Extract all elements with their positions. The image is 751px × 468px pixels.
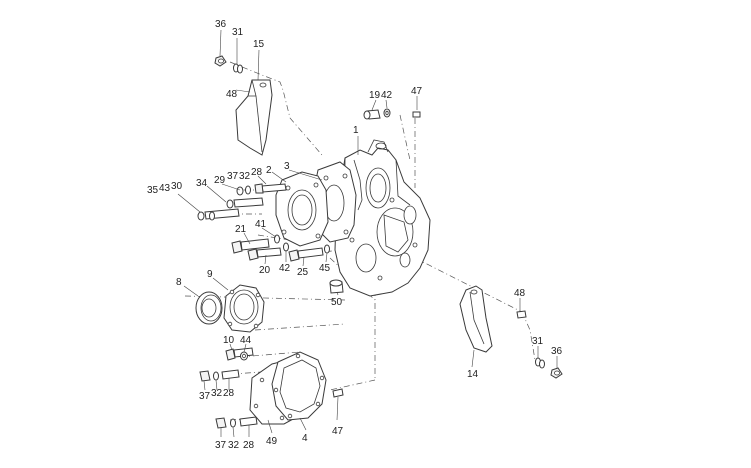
cover-plate-2 (275, 171, 329, 247)
leader-lines (177, 29, 558, 438)
callout-42: 42 (381, 90, 393, 101)
callout-35: 35 (147, 185, 159, 196)
callout-48: 48 (226, 89, 238, 100)
callout-9: 9 (207, 269, 213, 280)
callout-19: 19 (369, 90, 381, 101)
stud-30 (197, 208, 240, 221)
callout-21: 21 (235, 224, 247, 235)
callout-20: 20 (259, 265, 271, 276)
callout-47: 47 (411, 86, 423, 97)
callout-36: 36 (215, 19, 227, 30)
bolt-set-lower-2 (215, 416, 258, 429)
bolt-25 (288, 247, 324, 262)
washer-31-upper (233, 63, 243, 74)
bearing-cover-9 (223, 284, 265, 333)
bracket-14 (459, 285, 493, 353)
bolt-28-upper (254, 183, 287, 194)
washer-44 (240, 351, 248, 361)
callout-3: 3 (284, 161, 290, 172)
bolt-21 (231, 238, 270, 254)
gear-housing-1 (334, 139, 431, 297)
callout-labels: 36 31 15 48 19 42 47 1 3 2 28 29 37 32 3… (147, 19, 563, 451)
callout-37: 37 (227, 171, 239, 182)
callout-14: 14 (467, 369, 479, 380)
callout-49: 49 (266, 436, 278, 447)
callout-8: 8 (176, 277, 182, 288)
callout-45: 45 (319, 263, 331, 274)
oil-seal-8 (195, 291, 223, 325)
stud-34 (226, 197, 264, 209)
bracket-15 (235, 79, 273, 156)
callout-43: 43 (159, 183, 171, 194)
callout-32-lower: 32 (211, 388, 223, 399)
callout-48-right: 48 (514, 288, 526, 299)
callout-31: 31 (232, 27, 244, 38)
callout-25: 25 (297, 267, 309, 278)
bolt-20 (247, 247, 282, 261)
pin-47-lower (332, 388, 344, 398)
callout-32: 32 (239, 171, 251, 182)
plug-50 (329, 279, 344, 294)
callout-44: 44 (240, 335, 252, 346)
callout-47-lower: 47 (332, 426, 344, 437)
callout-29: 29 (214, 175, 226, 186)
callout-10: 10 (223, 335, 235, 346)
pin-47-top (412, 111, 421, 118)
nut-37-upper (236, 186, 244, 196)
washer-42-top (383, 108, 391, 118)
screw-36-upper (214, 55, 227, 67)
callout-28-lower: 28 (223, 388, 235, 399)
washer-32-upper (245, 185, 251, 195)
callout-31-right: 31 (532, 336, 544, 347)
callout-28-bottom: 28 (243, 440, 255, 451)
callout-28: 28 (251, 167, 263, 178)
callout-15: 15 (253, 39, 265, 50)
bolt-set-lower-1 (199, 369, 240, 382)
callout-2: 2 (266, 165, 272, 176)
callout-30: 30 (171, 181, 183, 192)
washer-31-right (535, 357, 545, 369)
bolt-10 (225, 347, 254, 361)
callout-1: 1 (353, 125, 359, 136)
screw-36-right (550, 367, 563, 379)
washer-45 (324, 244, 330, 254)
plug-19 (363, 109, 381, 120)
callout-37-lower: 37 (199, 391, 211, 402)
callout-41: 41 (255, 219, 267, 230)
callout-42-mid: 42 (279, 263, 291, 274)
callout-36-right: 36 (551, 346, 563, 357)
end-cover-4 (271, 351, 327, 421)
callout-4: 4 (302, 433, 308, 444)
pin-48-right (516, 310, 527, 319)
washer-42-mid (283, 242, 289, 252)
callout-32-bottom: 32 (228, 440, 240, 451)
callout-34: 34 (196, 178, 208, 189)
callout-37-bottom: 37 (215, 440, 227, 451)
callout-50: 50 (331, 297, 343, 308)
